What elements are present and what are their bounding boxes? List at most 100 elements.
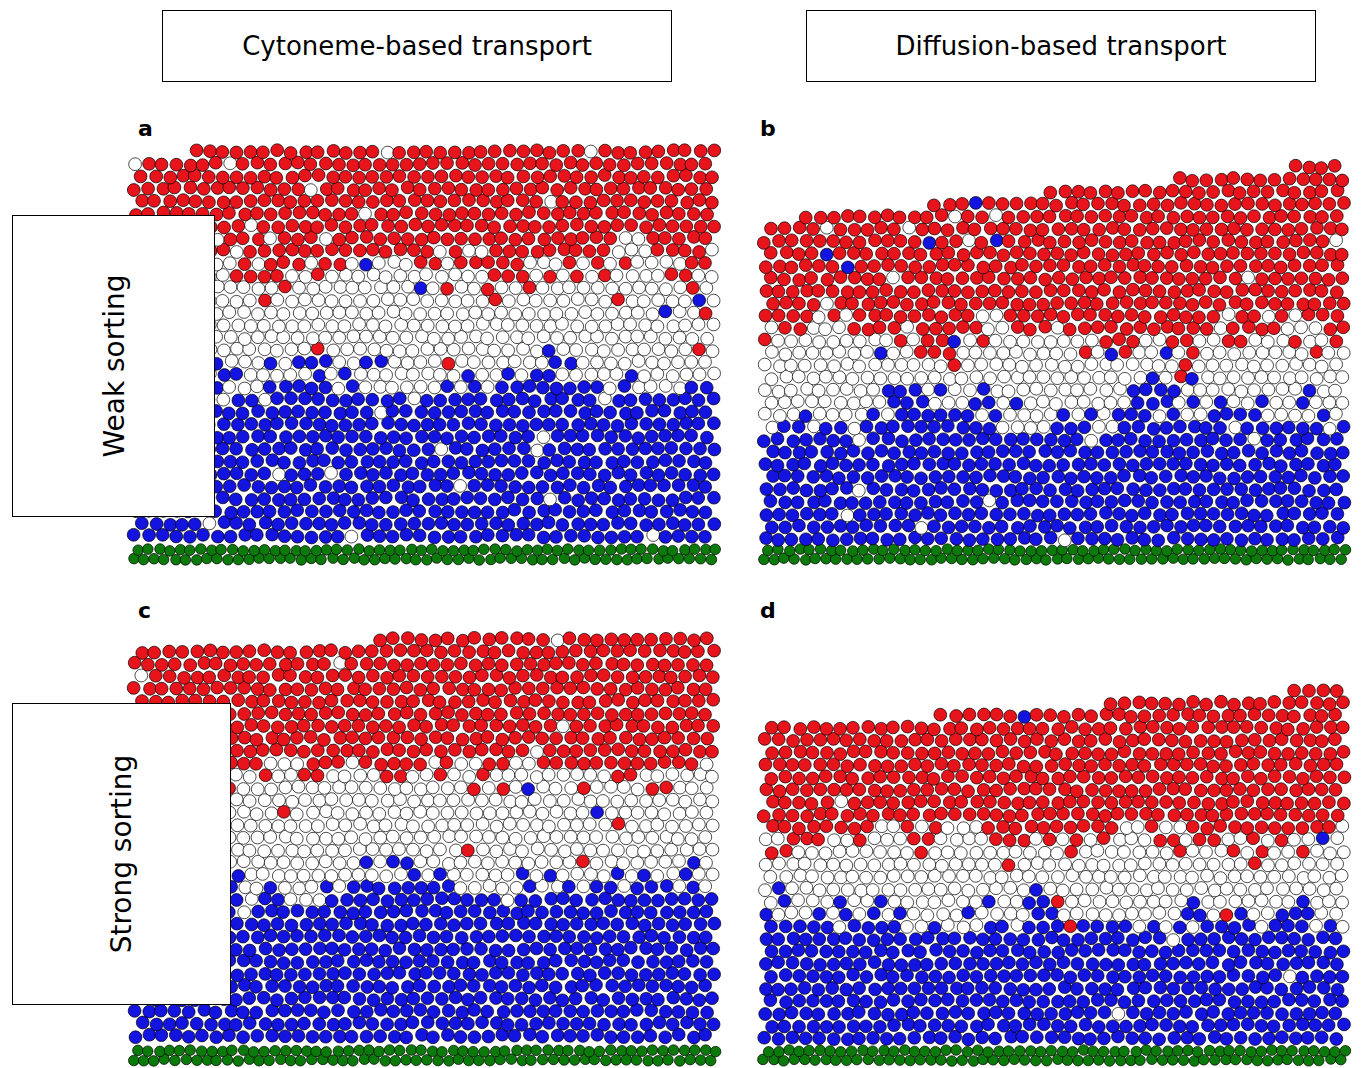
cell	[983, 521, 996, 534]
cell	[900, 545, 911, 556]
cell	[552, 232, 565, 245]
cell	[787, 482, 800, 495]
cell	[511, 158, 524, 171]
cell	[693, 246, 706, 259]
cell	[415, 233, 428, 246]
cell	[1105, 496, 1118, 509]
cell	[543, 146, 556, 159]
cell	[270, 545, 281, 556]
cell	[286, 171, 299, 184]
cell	[413, 158, 426, 171]
cell	[501, 171, 514, 184]
cell	[409, 218, 422, 231]
cell	[463, 146, 476, 159]
cell	[708, 220, 721, 233]
cell	[202, 171, 215, 184]
cell	[522, 528, 535, 541]
cell	[873, 496, 886, 509]
cell	[512, 546, 523, 557]
cell	[379, 245, 392, 258]
cell	[479, 544, 490, 555]
cell	[599, 320, 612, 333]
cell	[915, 472, 928, 485]
cell	[1207, 483, 1220, 496]
cell	[426, 282, 439, 295]
cell	[909, 509, 922, 522]
cell	[1288, 534, 1301, 547]
cell	[441, 506, 454, 519]
cell	[616, 544, 627, 555]
cell	[273, 442, 286, 455]
cell	[619, 282, 632, 295]
cell	[1004, 433, 1017, 446]
cell	[366, 492, 379, 505]
cell	[360, 231, 373, 244]
cell	[771, 459, 784, 472]
cell	[127, 528, 140, 541]
cell	[680, 368, 693, 381]
cell	[474, 392, 487, 405]
cell	[1153, 457, 1166, 470]
cell	[626, 544, 637, 555]
cell	[825, 507, 838, 520]
cell	[414, 282, 427, 295]
cell	[435, 517, 448, 530]
cell	[319, 208, 332, 221]
cell	[583, 394, 596, 407]
cell	[462, 171, 475, 184]
cell	[710, 544, 721, 555]
cell	[421, 468, 434, 481]
cell	[345, 258, 358, 271]
cell	[400, 158, 413, 171]
cell	[522, 455, 535, 468]
cell	[647, 456, 660, 469]
cell	[264, 208, 277, 221]
cell	[1233, 459, 1246, 472]
cell	[597, 518, 610, 531]
cell	[311, 146, 324, 159]
cell	[1303, 484, 1316, 497]
cell	[576, 356, 589, 369]
cell	[638, 196, 651, 209]
cell	[599, 442, 612, 455]
cell	[583, 468, 596, 481]
cell	[366, 393, 379, 406]
cell	[523, 356, 536, 369]
cell	[931, 545, 942, 556]
cell	[393, 170, 406, 183]
cell	[659, 181, 672, 194]
cell	[688, 306, 701, 319]
cell	[373, 530, 386, 543]
cell	[468, 506, 481, 519]
cell	[236, 430, 249, 443]
cell	[312, 294, 325, 307]
cell	[320, 306, 333, 319]
cell	[230, 171, 243, 184]
cell	[597, 345, 610, 358]
cell	[184, 530, 197, 543]
cell	[1187, 446, 1200, 459]
cell	[395, 220, 408, 233]
cell	[510, 208, 523, 221]
cell	[165, 546, 176, 557]
cell	[136, 194, 149, 207]
cell	[550, 382, 563, 395]
cell	[531, 444, 544, 457]
cell	[685, 381, 698, 394]
cell	[659, 531, 672, 544]
cell	[1134, 521, 1147, 534]
cell	[1037, 471, 1050, 484]
cell	[367, 468, 380, 481]
cell	[666, 244, 679, 257]
cell	[1308, 472, 1321, 485]
cell	[688, 455, 701, 468]
cell	[266, 454, 279, 467]
cell	[1193, 484, 1206, 497]
cell	[705, 271, 718, 284]
cell	[196, 544, 207, 555]
cell	[1105, 519, 1118, 532]
cell	[708, 443, 721, 456]
cell	[428, 307, 441, 320]
cell	[245, 320, 258, 333]
cell	[345, 208, 358, 221]
